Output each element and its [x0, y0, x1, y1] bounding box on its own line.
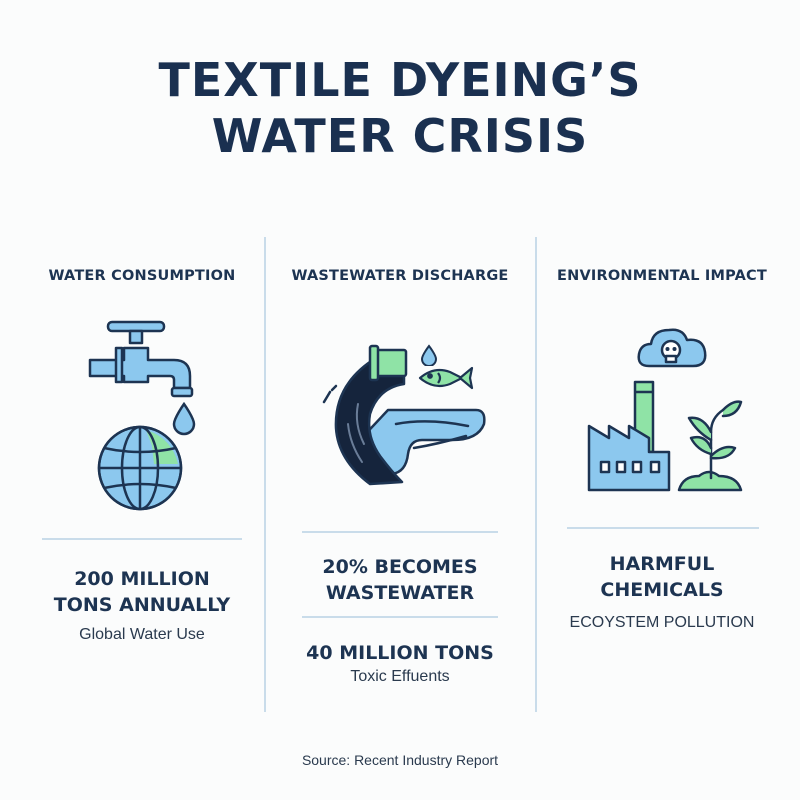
stat-caption-2: Toxic Effuents: [350, 668, 450, 685]
stat-line-1: 20% BECOMES: [322, 556, 478, 578]
stat-line-2: CHEMICALS: [600, 579, 724, 601]
stat-line-2: WASTEWATER: [325, 582, 475, 604]
stat-line-2: TONS ANNUALLY: [53, 594, 231, 616]
stat-line-1: 200 MILLION: [74, 568, 210, 590]
column-header: ENVIRONMENTAL IMPACT: [557, 268, 767, 284]
column-header: WASTEWATER DISCHARGE: [291, 268, 509, 284]
plant-icon: [677, 400, 743, 492]
stat-caption: ECOYSTEM POLLUTION: [569, 614, 755, 631]
stat-value: 200 MILLION TONS ANNUALLY: [20, 566, 264, 618]
title-line-2: WATER CRISIS: [211, 109, 589, 163]
stat-caption: Global Water Use: [79, 626, 205, 643]
section-rule: [302, 531, 498, 533]
column-header: WATER CONSUMPTION: [48, 268, 236, 284]
skull-cloud-icon: [637, 328, 707, 368]
source-note: Source: Recent Industry Report: [301, 752, 499, 768]
section-rule: [567, 527, 759, 529]
title-line-1: TEXTILE DYEING’S: [158, 53, 642, 107]
column-divider-1: [264, 237, 266, 712]
stat-value: 20% BECOMES WASTEWATER: [266, 554, 534, 606]
water-drop-icon: [420, 344, 438, 366]
stat-value-2: 40 MILLION TONS: [306, 642, 494, 664]
factory-icon: [587, 380, 671, 492]
fish-icon: [418, 366, 474, 390]
section-rule: [302, 616, 498, 618]
column-divider-2: [535, 237, 537, 712]
stat-value: HARMFUL CHEMICALS: [537, 551, 787, 603]
stat-line-1: HARMFUL: [609, 553, 715, 575]
column-water-consumption: WATER CONSUMPTION 200 MILLION TONS ANNUA…: [20, 0, 264, 800]
faucet-icon: [88, 320, 194, 398]
polluted-stream-icon: [322, 344, 486, 486]
column-wastewater-discharge: WASTEWATER DISCHARGE 20% B: [266, 0, 534, 800]
column-environmental-impact: ENVIRONMENTAL IMPACT: [537, 0, 787, 800]
globe-icon: [97, 425, 183, 511]
section-rule: [42, 538, 242, 540]
water-drop-icon: [172, 402, 196, 436]
page-title: TEXTILE DYEING’S WATER CRISIS: [0, 52, 800, 164]
